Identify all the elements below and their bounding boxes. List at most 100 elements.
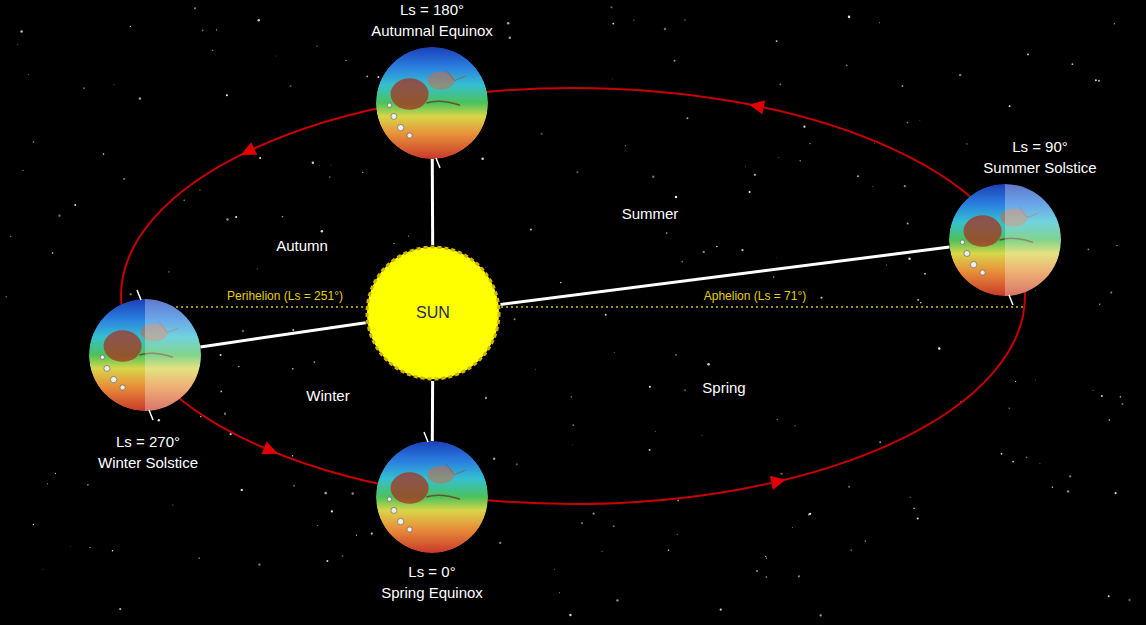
star-dot — [282, 216, 284, 218]
star-dot — [677, 534, 678, 535]
star-dot — [874, 143, 875, 144]
star-dot — [649, 386, 651, 388]
star-dot — [316, 45, 317, 46]
star-dot — [220, 354, 222, 356]
star-dot — [794, 425, 795, 426]
star-dot — [22, 170, 23, 171]
star-dot — [776, 257, 778, 259]
star-dot — [238, 366, 239, 367]
star-dot — [799, 160, 800, 161]
star-dot — [212, 50, 213, 51]
star-dot — [776, 40, 778, 42]
star-dot — [559, 592, 560, 593]
star-dot — [872, 186, 873, 187]
star-dot — [593, 513, 595, 515]
season-point-name: Summer Solstice — [983, 157, 1096, 178]
mars-globe — [376, 441, 488, 553]
star-dot — [684, 19, 685, 20]
star-dot — [920, 302, 922, 304]
star-dot — [703, 251, 705, 253]
star-dot — [668, 550, 670, 552]
star-dot — [572, 424, 574, 426]
star-dot — [199, 189, 201, 191]
star-dot — [652, 175, 654, 177]
star-dot — [493, 458, 495, 460]
season-point-name: Autumnal Equinox — [371, 20, 493, 41]
planet-globe: Ls = 180°Autumnal Equinox — [376, 47, 488, 159]
longitude-value: Ls = 270° — [98, 431, 198, 452]
star-dot — [865, 540, 866, 541]
star-dot — [1034, 290, 1036, 292]
star-dot — [242, 330, 244, 332]
star-dot — [908, 257, 910, 259]
star-dot — [766, 558, 767, 559]
star-dot — [356, 535, 357, 536]
star-dot — [5, 296, 7, 298]
star-dot — [1026, 456, 1028, 458]
star-dot — [664, 28, 666, 30]
star-dot — [83, 87, 84, 88]
star-dot — [613, 525, 615, 527]
star-dot — [766, 576, 768, 578]
star-field — [5, 6, 1130, 616]
mars-globe — [376, 47, 488, 159]
axis-tick — [436, 158, 440, 168]
star-dot — [114, 84, 115, 85]
lit-hemisphere — [145, 299, 201, 411]
star-dot — [55, 473, 56, 474]
star-dot — [560, 282, 562, 284]
star-dot — [720, 609, 722, 611]
star-dot — [292, 455, 293, 456]
star-dot — [848, 16, 850, 18]
star-dot — [684, 389, 686, 391]
star-dot — [919, 120, 921, 122]
star-dot — [313, 361, 315, 363]
star-dot — [924, 273, 926, 275]
position-caption: Ls = 180°Autumnal Equinox — [371, 0, 493, 41]
star-dot — [317, 524, 319, 526]
star-dot — [1071, 63, 1073, 65]
star-dot — [917, 517, 919, 519]
label-holder: Perihelion (Ls = 251°) — [227, 289, 343, 303]
star-dot — [257, 268, 258, 269]
star-dot — [777, 419, 778, 420]
star-dot — [484, 266, 486, 268]
star-dot — [216, 29, 217, 30]
star-dot — [1087, 249, 1089, 251]
star-dot — [745, 166, 746, 167]
season-point-name: Spring Equinox — [381, 582, 483, 603]
planet-globe: Ls = 270°Winter Solstice — [89, 299, 201, 411]
star-dot — [1015, 381, 1016, 382]
star-dot — [1067, 490, 1069, 492]
star-dot — [324, 492, 327, 495]
star-dot — [158, 419, 160, 421]
star-dot — [572, 444, 574, 446]
star-dot — [329, 176, 331, 178]
star-dot — [1012, 461, 1014, 463]
star-dot — [226, 94, 228, 96]
star-dot — [366, 75, 368, 77]
apsis-line — [121, 306, 1025, 308]
star-dot — [1034, 379, 1036, 381]
star-dot — [749, 191, 751, 193]
star-dot — [913, 507, 915, 509]
apsis-label: Aphelion (Ls = 71°) — [704, 289, 807, 303]
star-dot — [47, 483, 48, 484]
label-holder: Summer — [622, 205, 679, 222]
star-dot — [123, 178, 125, 180]
star-dot — [130, 293, 132, 295]
star-dot — [803, 126, 805, 128]
label-holder: Winter — [306, 387, 349, 404]
season-label: Summer — [622, 205, 679, 222]
star-dot — [1009, 408, 1010, 409]
star-dot — [666, 232, 668, 234]
star-dot — [275, 55, 277, 57]
season-point-name: Winter Solstice — [98, 452, 198, 473]
star-dot — [820, 297, 822, 299]
star-dot — [612, 23, 614, 25]
star-dot — [581, 522, 583, 524]
star-dot — [654, 431, 656, 433]
orbit-arrowhead — [261, 441, 280, 460]
star-dot — [675, 196, 677, 198]
